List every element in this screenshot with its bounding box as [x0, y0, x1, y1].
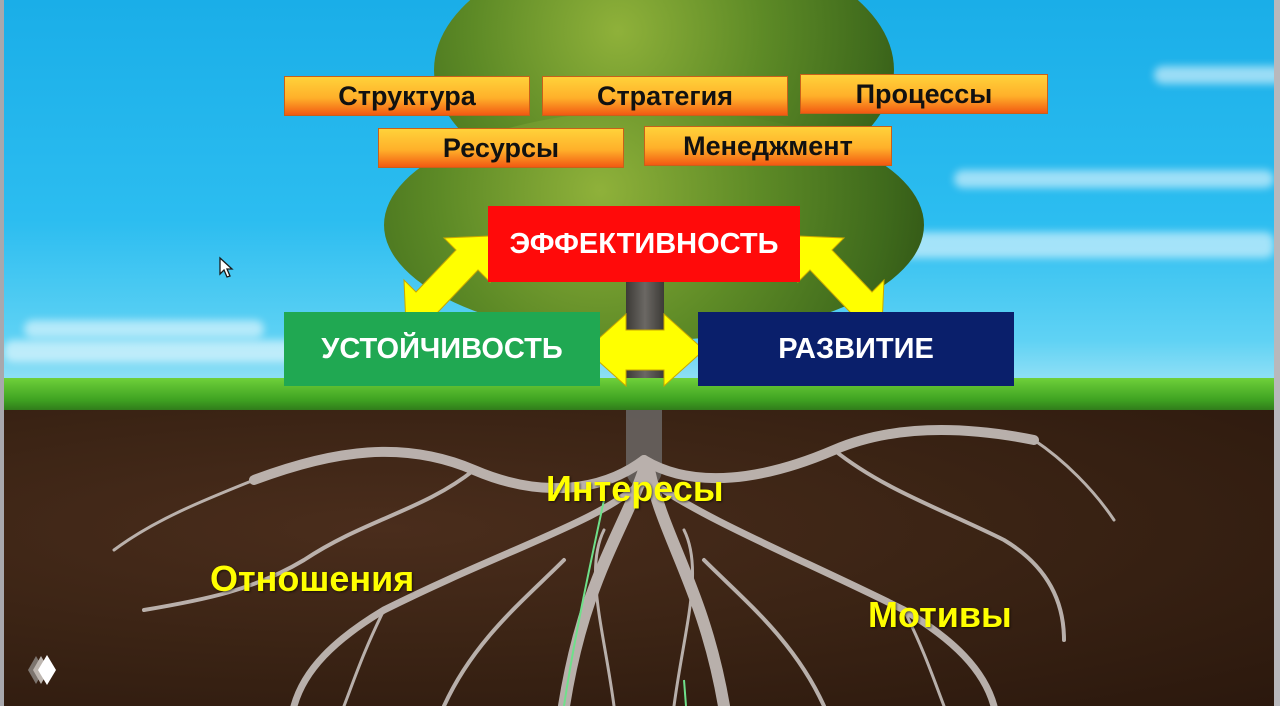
- box-resources: Ресурсы: [378, 128, 624, 168]
- box-structure: Структура: [284, 76, 530, 116]
- cloud: [954, 170, 1274, 188]
- cloud: [1154, 66, 1274, 84]
- box-development-label: РАЗВИТИЕ: [778, 332, 934, 365]
- box-efficiency: ЭФФЕКТИВНОСТЬ: [488, 206, 800, 282]
- box-structure-label: Структура: [338, 80, 476, 111]
- presentation-slide: Структура Стратегия Процессы Ресурсы Мен…: [4, 0, 1274, 706]
- window-right-border: [1274, 0, 1280, 706]
- tree-roots: [112, 410, 1116, 706]
- box-strategy: Стратегия: [542, 76, 788, 116]
- root-label-interests: Интересы: [546, 468, 724, 509]
- box-development: РАЗВИТИЕ: [698, 312, 1014, 386]
- box-efficiency-label: ЭФФЕКТИВНОСТЬ: [509, 227, 779, 260]
- cloud: [24, 320, 264, 338]
- stacked-diamonds-logo-icon[interactable]: [24, 652, 60, 688]
- box-management: Менеджмент: [644, 126, 892, 166]
- box-management-label: Менеджмент: [683, 130, 853, 161]
- box-stability-label: УСТОЙЧИВОСТЬ: [321, 332, 563, 365]
- box-processes-label: Процессы: [855, 78, 993, 109]
- cloud: [4, 340, 304, 362]
- root-label-motives: Мотивы: [868, 594, 1012, 635]
- box-stability: УСТОЙЧИВОСТЬ: [284, 312, 600, 386]
- mouse-pointer-icon: [219, 256, 234, 278]
- box-processes: Процессы: [800, 74, 1048, 114]
- box-strategy-label: Стратегия: [596, 80, 734, 111]
- grass-strip: [4, 378, 1274, 414]
- window-left-border: [0, 0, 4, 706]
- box-resources-label: Ресурсы: [442, 132, 560, 163]
- root-label-relations: Отношения: [210, 558, 415, 599]
- cloud: [884, 232, 1274, 258]
